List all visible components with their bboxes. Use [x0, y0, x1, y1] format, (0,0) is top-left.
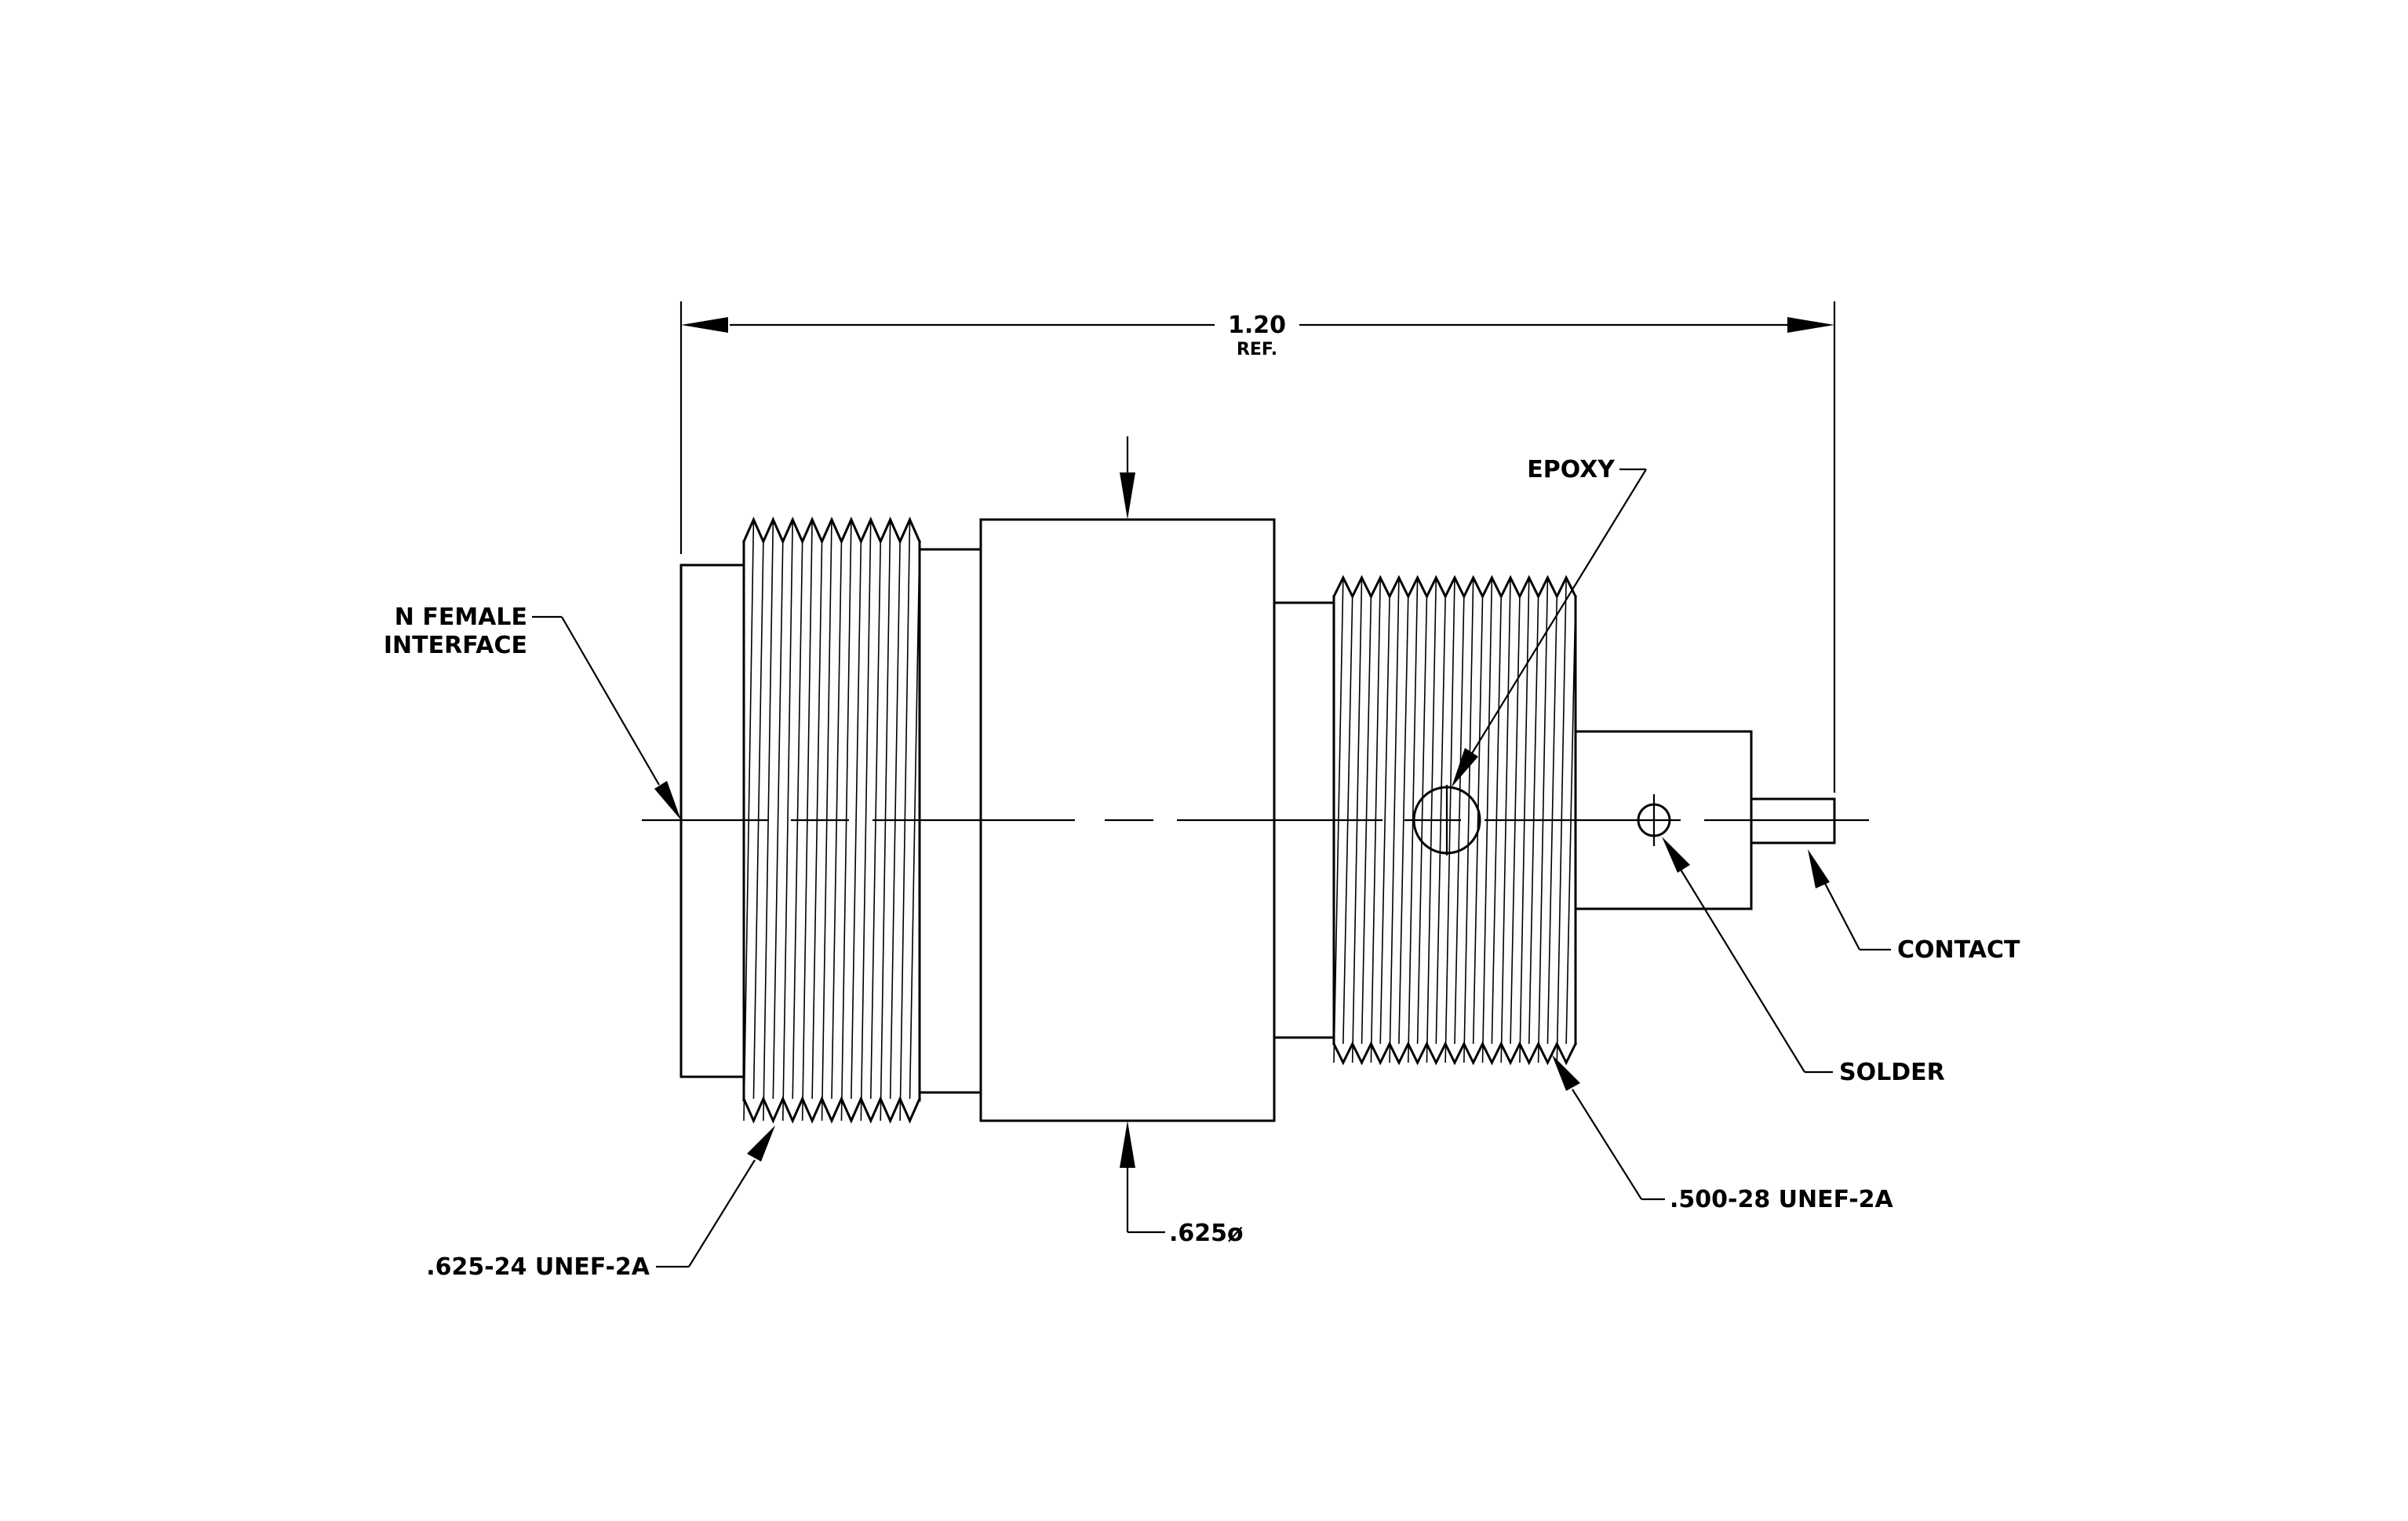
body-diameter-dimension: .625ø	[1120, 436, 1244, 1247]
leader-n-female: N FEMALE INTERFACE	[384, 604, 681, 820]
dimension-value: 1.20	[1228, 312, 1286, 339]
epoxy-hole	[1412, 785, 1481, 855]
overall-dimension: 1.20 REF.	[679, 301, 1836, 793]
body-diameter-label: .625ø	[1169, 1220, 1244, 1247]
interface-sleeve	[679, 564, 743, 1078]
n-female-label-line2: INTERFACE	[384, 632, 527, 659]
leader-epoxy: EPOXY	[1452, 456, 1647, 787]
thread-right-label: .500-28 UNEF-2A	[1670, 1186, 1894, 1213]
solder-cup	[1574, 730, 1753, 910]
leader-thread-left: .625-24 UNEF-2A	[426, 1125, 775, 1281]
thread-left-label: .625-24 UNEF-2A	[426, 1253, 650, 1281]
leader-contact: CONTACT	[1808, 849, 2020, 964]
neck-left	[918, 548, 982, 1094]
thread-left	[742, 516, 921, 1124]
contact-label: CONTACT	[1897, 936, 2020, 964]
neck-right	[1273, 601, 1335, 1039]
leader-solder: SOLDER	[1662, 837, 1945, 1086]
contact-pin	[1750, 797, 1836, 844]
dimension-note: REF.	[1237, 340, 1277, 359]
epoxy-label: EPOXY	[1527, 456, 1616, 483]
thread-right	[1332, 574, 1578, 1066]
solder-label: SOLDER	[1839, 1059, 1945, 1086]
n-female-label-line1: N FEMALE	[395, 604, 527, 631]
leader-thread-right: .500-28 UNEF-2A	[1552, 1055, 1894, 1213]
